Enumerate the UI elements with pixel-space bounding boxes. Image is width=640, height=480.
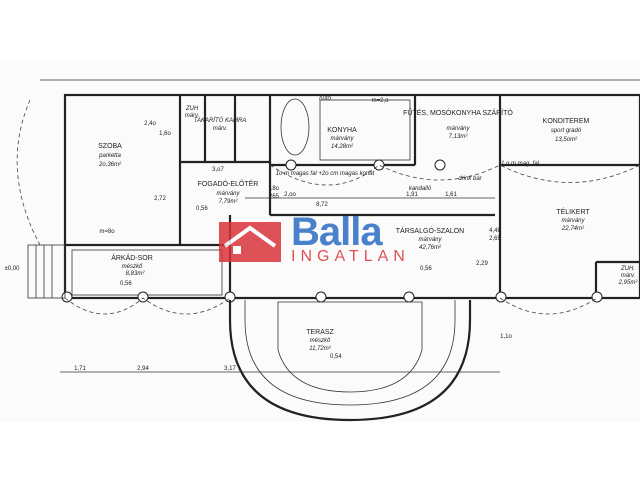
dimension: 4,48 [489,228,501,234]
room-area: 14,28m² [331,144,354,150]
dimension: 1,1o [500,334,512,340]
dimension: 1,91 [406,192,418,198]
room-area: 13,5om² [555,137,578,143]
note: drink bár [458,176,482,182]
dimension: 2,oo [284,192,296,198]
house-logo-icon [219,222,281,262]
dimension: 265 [269,194,280,200]
room-name: SZOBA [98,143,122,150]
note: 1,o m mag. fal [501,161,540,167]
room-name: KONDITEREM [543,118,590,125]
room-floor: márvány [446,126,470,132]
dimension: ±0,00 [5,266,21,272]
watermark-brand: Balla [291,210,383,254]
room-area: 2o,36m² [98,162,122,168]
arcs [16,99,640,315]
room-floor: márvány [561,218,585,224]
level-mark: 0,56 [420,266,432,272]
dimension: 1,71 [74,366,86,372]
room-name: ZUH. [620,266,635,272]
room-floor: márv. [213,126,228,132]
dimension: 2,4o [144,121,156,127]
entry-stairs [27,244,66,299]
room-area: 7,13m² [449,134,469,140]
kitchen-tiles [280,98,411,161]
room-area: 2,95m² [618,280,639,286]
room-area: 22,74m² [561,226,585,232]
dimension: 2,29 [476,261,488,267]
dimension: m=8o [99,229,115,235]
room-floor: márv. [621,273,636,279]
note: 1o m magas fal +2o cm magas korlát [276,171,375,177]
dimension: 8,72 [316,202,328,208]
room-floor: mészkő [122,264,143,270]
room-floor: parketta [98,153,121,159]
room-name: FŰTÉS, MOSÓKONYHA SZÁRÍTÓ [403,108,513,117]
room-area: 11,72m² [309,346,332,352]
note: kandalló [409,186,432,192]
room-floor: mészkő [310,338,331,344]
level-marks: 0,56 0,56 0,56 0,54 [120,206,432,360]
room-floor: márvány [330,136,354,142]
room-floor: sport gradó [551,128,582,134]
dimension-labels: 1,71 2,94 3,17 3,o7 8,72 2,oo 1,91 1,61 … [5,98,513,372]
dimension: 18o [269,186,280,192]
dimension-lines [40,79,640,373]
terrace [228,300,472,422]
level-mark: 0,56 [196,206,208,212]
room-area: 8,83m² [126,271,146,277]
room-floor: márvány [216,191,240,197]
watermark-sub: INGATLAN [291,248,410,265]
room-name: TAKARÍTÓ KAMRA [194,117,247,124]
note: hűtő [319,96,331,102]
level-mark: 0,56 [120,281,132,287]
room-name: FOGADÓ-ELŐTÉR [198,179,259,188]
room-area: 7,79m² [219,199,239,205]
dimension: 3,17 [224,366,236,372]
room-name: ÁRKÁD-SOR [111,253,153,262]
dimension: 1,6o [159,131,171,137]
room-labels: SZOBA parketta 2o,36m² ZUH márv. TAKARÍT… [98,106,638,352]
room-name: ZUH [185,106,199,112]
dimension: m=2,o [372,98,390,104]
dimension: 2,72 [154,196,166,202]
dimension: 2,94 [137,366,149,372]
room-floor: márv. [185,113,200,119]
watermark: Balla INGATLAN [215,210,435,266]
level-mark: 0,54 [330,354,342,360]
dimension: 1,61 [445,192,457,198]
room-area: 42,76m² [419,245,442,251]
room-name: TÉLIKERT [556,207,590,216]
plan-notes: 1o m magas fal +2o cm magas korlát kanda… [276,96,540,192]
room-name: KONYHA [327,127,357,134]
dimension: 2,65 [489,236,501,242]
room-floor: márvány [418,237,442,243]
dimension: 3,o7 [212,167,224,173]
room-name: TÁRSALGÓ-SZALON [396,226,464,235]
room-name: TERASZ [306,329,334,336]
columns [61,159,603,303]
